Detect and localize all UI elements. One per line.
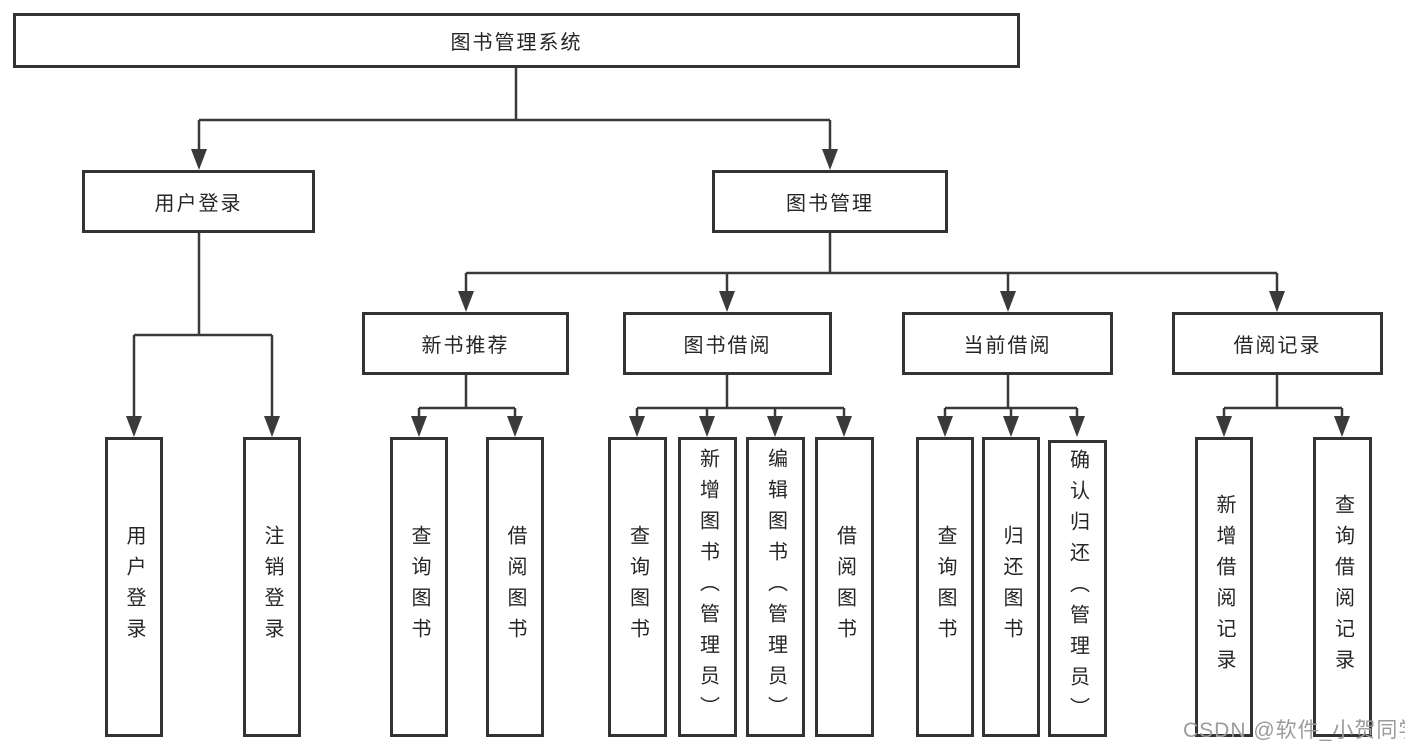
node-current-borrowing-label: 当前借阅 (963, 335, 1052, 357)
watermark-text: CSDN @软件_小贺同学 (1183, 719, 1405, 742)
leaf-borrow-books-recommend-label: 借阅图书 (504, 525, 526, 649)
leaf-add-borrow-record: 新增借阅记录 (1195, 437, 1253, 737)
node-book-borrowing: 图书借阅 (623, 312, 832, 375)
node-root-label: 图书管理系统 (450, 32, 583, 54)
leaf-query-borrow-record-label: 查询借阅记录 (1331, 494, 1354, 680)
node-new-book-recommend: 新书推荐 (362, 312, 569, 375)
leaf-confirm-return-admin-label: 确认归还（管理员） (1066, 449, 1089, 728)
leaf-query-books-current-label: 查询图书 (934, 525, 956, 649)
node-root: 图书管理系统 (13, 13, 1020, 68)
leaf-add-book-admin-label: 新增图书（管理员） (696, 447, 719, 727)
leaf-query-borrow-record: 查询借阅记录 (1313, 437, 1372, 737)
leaf-add-borrow-record-label: 新增借阅记录 (1213, 494, 1235, 680)
node-user-login: 用户登录 (82, 170, 315, 233)
leaf-query-books-current: 查询图书 (916, 437, 974, 737)
node-book-management-label: 图书管理 (786, 193, 874, 215)
node-borrowing-records-label: 借阅记录 (1233, 335, 1322, 357)
node-user-login-label: 用户登录 (154, 193, 243, 215)
node-new-book-recommend-label: 新书推荐 (421, 335, 510, 357)
tree-edges (132, 68, 1344, 420)
leaf-query-books-borrowing-label: 查询图书 (626, 525, 649, 649)
leaf-edit-book-admin: 编辑图书（管理员） (746, 437, 805, 737)
node-borrowing-records: 借阅记录 (1172, 312, 1383, 375)
leaf-query-books-borrowing: 查询图书 (608, 437, 667, 737)
node-current-borrowing: 当前借阅 (902, 312, 1113, 375)
leaf-user-login-label: 用户登录 (123, 525, 145, 649)
leaf-user-login: 用户登录 (105, 437, 163, 737)
leaf-add-book-admin: 新增图书（管理员） (678, 437, 737, 737)
leaf-borrow-books-recommend: 借阅图书 (486, 437, 544, 737)
node-book-management: 图书管理 (712, 170, 948, 233)
leaf-borrow-books-borrowing: 借阅图书 (815, 437, 874, 737)
leaf-return-books: 归还图书 (982, 437, 1040, 737)
leaf-return-books-label: 归还图书 (1000, 525, 1022, 649)
leaf-edit-book-admin-label: 编辑图书（管理员） (764, 447, 787, 727)
node-book-borrowing-label: 图书借阅 (683, 335, 772, 357)
leaf-borrow-books-borrowing-label: 借阅图书 (833, 525, 856, 649)
leaf-logout-label: 注销登录 (261, 525, 283, 649)
leaf-logout: 注销登录 (243, 437, 301, 737)
leaf-query-books-recommend-label: 查询图书 (408, 525, 430, 649)
leaf-confirm-return-admin: 确认归还（管理员） (1048, 440, 1107, 737)
leaf-query-books-recommend: 查询图书 (390, 437, 448, 737)
